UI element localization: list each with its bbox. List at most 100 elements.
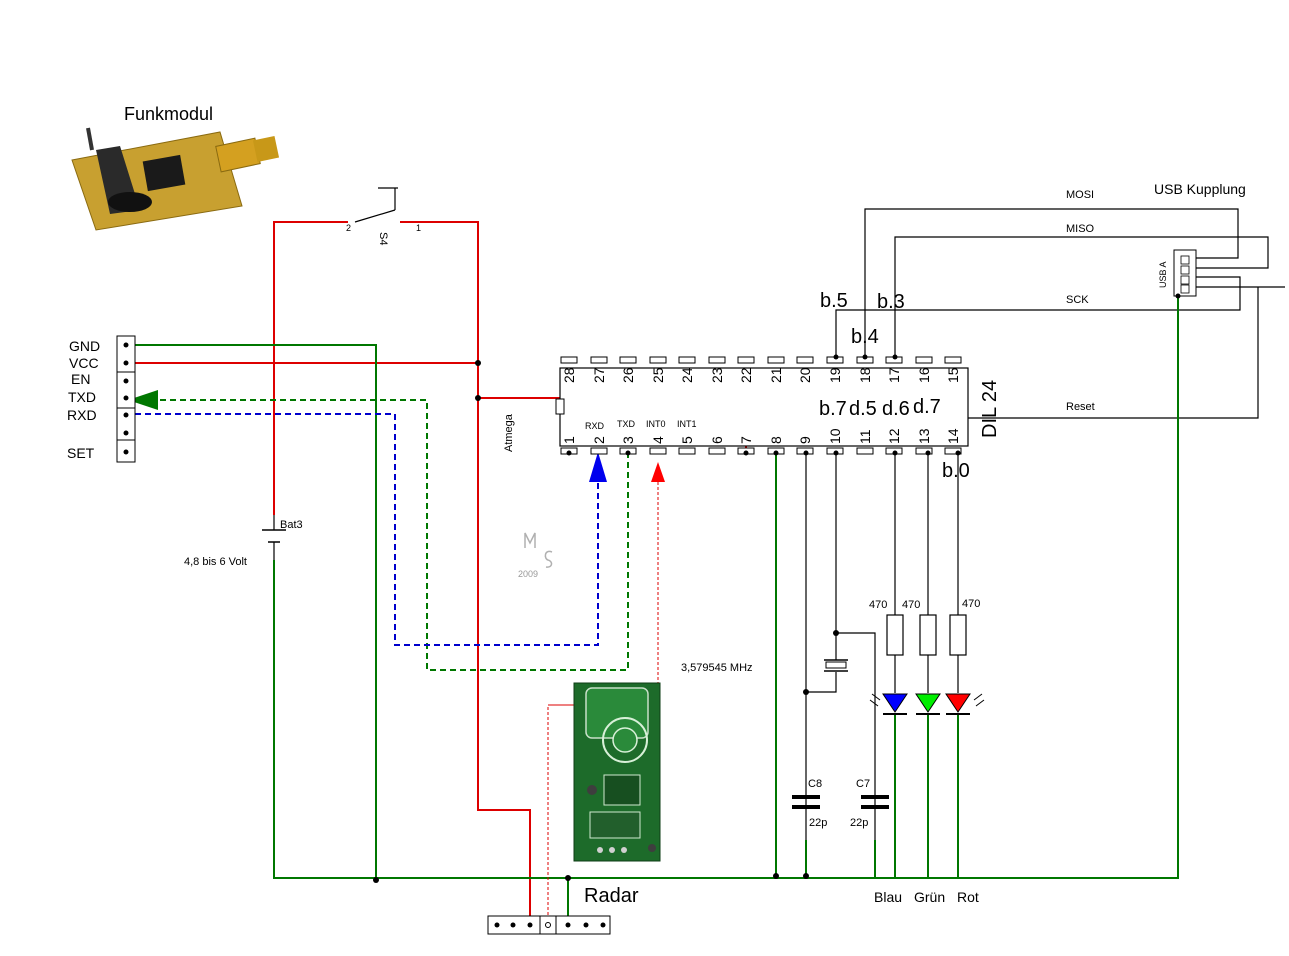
ic-pin-18: 18 [857,367,873,383]
resistor-red [949,614,967,656]
header-pin-en: EN [71,371,90,387]
ic-pin-26: 26 [620,367,636,383]
header-connector [116,335,136,463]
ic-pin-19: 19 [827,367,843,383]
header-pin-rxd: RXD [67,407,97,423]
ic-body [555,367,969,447]
ic-bottom-pin-numbers: 1 2 3 4 5 6 7 8 9 10 11 12 13 14 [561,428,961,444]
ic-pin-7: 7 [738,436,754,444]
header-pin-txd: TXD [68,389,96,405]
ic-pin-23: 23 [709,367,725,383]
led-label-gruen: Grün [914,889,945,905]
txd-arrow [128,390,158,410]
ic-pin-16: 16 [916,367,932,383]
ic-name-label: DIL 24 [979,380,1001,438]
ic-pin-20: 20 [797,367,813,383]
ic-pin-4: 4 [650,436,666,444]
funkmodul-label: Funkmodul [124,104,213,124]
switch-pin-left: 2 [346,223,351,233]
gnd-wires [126,296,1179,925]
ic-pin-15: 15 [945,367,961,383]
usb-connector [1173,249,1197,299]
ic-pin-10: 10 [827,428,843,444]
ic-bottom-pads [560,447,962,455]
signature-year: 2009 [518,569,538,579]
port-b4: b.4 [851,326,879,348]
crystal-frequency: 3,579545 MHz [681,662,753,674]
ic-pin-6: 6 [709,436,725,444]
port-b5: b.5 [820,290,848,312]
usb-signal-miso: MISO [1066,223,1095,235]
ic-pin-11: 11 [857,429,873,444]
radar-connector [487,915,611,935]
junctions [373,360,839,883]
port-d5: d.5 [849,398,877,420]
int0-arrow [651,462,665,482]
cap-c7-symbol [861,795,889,809]
gnd-header-wire [126,344,377,880]
usb-signal-mosi: MOSI [1066,189,1094,201]
ic-pin-8: 8 [768,436,784,444]
ic-pin-3: 3 [620,436,636,444]
black-wires [273,187,1285,875]
port-b3: b.3 [877,291,905,313]
ic-label-rxd: RXD [585,421,605,431]
port-b0: b.0 [942,460,970,482]
rxd-arrow [589,452,607,482]
led-label-blau: Blau [874,889,902,905]
port-d7: d.7 [913,396,941,418]
header-pin-gnd: GND [69,338,100,354]
port-b7: b.7 [819,398,847,420]
led-red [945,693,985,715]
ic-top-pin-numbers: 28 27 26 25 24 23 22 21 20 19 18 17 16 1… [561,367,961,383]
usb-connector-label: USB A [1158,261,1168,288]
ic-pin-dots [566,354,961,456]
ic-pin-27: 27 [591,367,607,383]
switch-label: S4 [377,232,389,245]
rxd-dashed-wire [135,413,599,646]
ic-pin-21: 21 [768,367,784,383]
gnd-bus [273,296,1179,879]
ic-pin-14: 14 [945,428,961,444]
sck-wire [835,276,1241,357]
pin10-wire [835,452,876,875]
usb-signal-reset: Reset [1066,401,1095,413]
header-pin-vcc: VCC [69,355,99,371]
ic-pin-24: 24 [679,367,695,383]
ic-pin-5: 5 [679,436,695,444]
ic-pin-13: 13 [916,428,932,444]
usb-coupling-label: USB Kupplung [1154,181,1246,197]
radar-module-image [573,682,661,862]
ic-label-int0: INT0 [646,419,666,429]
led-green [915,693,941,715]
ic-pin-2: 2 [591,436,607,444]
resistor-value-2: 470 [902,599,920,611]
cap-c7-label: C7 [856,778,870,790]
radar-label: Radar [584,885,639,907]
battery-label: Bat3 [280,519,303,531]
funkmodul-image [71,127,280,231]
mosi-wire [864,208,1239,357]
switch-pin-right: 1 [416,223,421,233]
txd-dashed-wire [158,399,629,671]
led-blue [869,693,908,715]
miso-wire [894,236,1269,357]
signature-monogram [524,532,553,568]
switch-lever [354,209,396,223]
port-d6: d.6 [882,398,910,420]
resistors [886,614,967,656]
resistor-green [919,614,937,656]
cap-c7-value: 22p [850,817,868,829]
usb-signal-sck: SCK [1066,294,1089,306]
ic-label-txd: TXD [617,419,636,429]
ic-pin-12: 12 [886,428,902,444]
crystal-wire-bottom [806,672,837,693]
port-labels: b.5 b.4 b.3 b.7 d.5 d.6 d.7 b.0 [819,290,970,482]
ic-pin-22: 22 [738,367,754,383]
header-pin-labels: GND VCC EN TXD RXD SET [67,338,100,461]
ic-pin-9: 9 [797,436,813,444]
battery-voltage: 4,8 bis 6 Volt [184,556,247,568]
battery-plus-wire [273,221,348,515]
ic-label-int1: INT1 [677,419,697,429]
